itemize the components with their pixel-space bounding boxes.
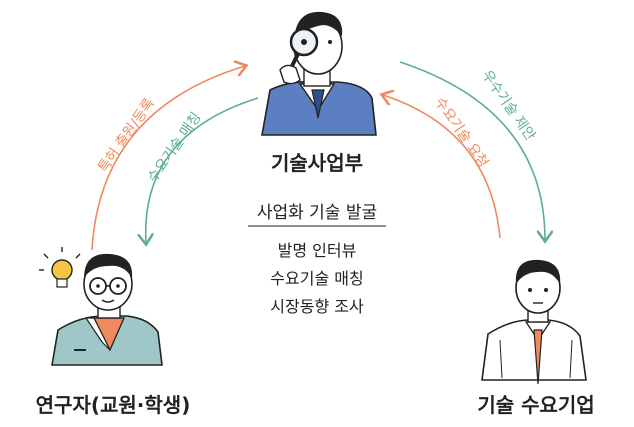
center-box-item: 발명 인터뷰 [277, 241, 357, 260]
right-outer-arrow [399, 61, 545, 240]
company-person-illustration [481, 259, 587, 385]
left-inner-arrow [146, 97, 259, 243]
researcher-illustration [51, 253, 163, 366]
lightbulb-icon [39, 247, 81, 288]
right-outer-label: 우수기술 제안 [478, 68, 538, 144]
center-person-illustration [261, 11, 377, 136]
left-outer-arrow [91, 66, 245, 251]
center-box-item: 시장동향 조사 [270, 297, 364, 316]
right-actor-label: 기술 수요기업 [477, 393, 595, 417]
left-actor-label: 연구자(교원·학생) [35, 393, 191, 417]
center-box-title: 사업화 기술 발굴 [256, 203, 378, 223]
center-actor-label: 기술사업부 [271, 151, 363, 175]
right-inner-arrow [383, 95, 501, 239]
center-box-item: 수요기술 매칭 [270, 269, 364, 288]
